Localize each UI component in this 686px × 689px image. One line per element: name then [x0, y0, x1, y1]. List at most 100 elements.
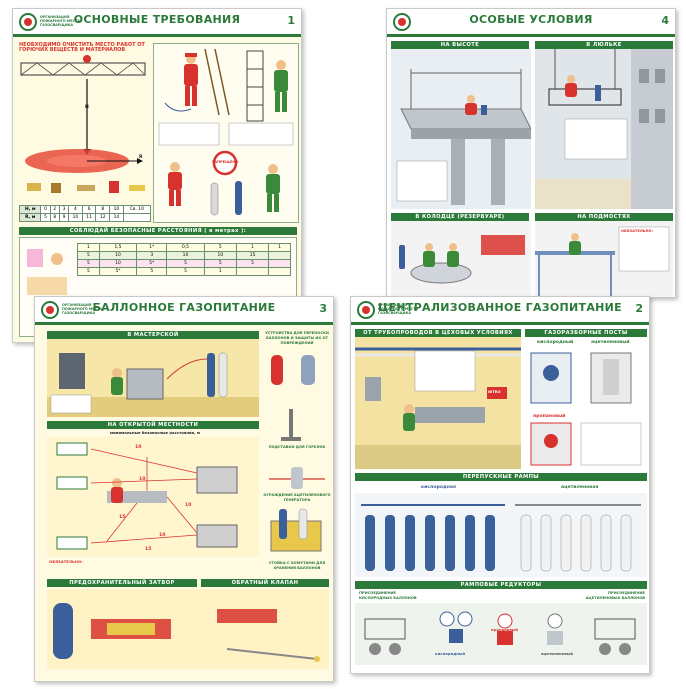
workshop-illustration	[47, 339, 259, 417]
height-label: Н	[85, 105, 89, 110]
distance-cell: 5*	[136, 259, 168, 268]
poster-special-conditions: ОСОБЫЕ УСЛОВИЯ 4 НА ВЫСОТЕ В ЛЮЛЬКЕ В КО…	[386, 8, 676, 298]
reducer-propane-label: пропановый	[491, 627, 518, 632]
pipeline-workshop-illustration	[355, 337, 521, 469]
distance-cell	[235, 267, 270, 276]
acetylene-cylinder	[540, 514, 552, 572]
section-ramps: ПЕРЕПУСКНЫЕ РАМПЫ	[355, 473, 647, 481]
distance-label: 15	[145, 547, 152, 552]
poster-basic-requirements: ОРГАНИЗАЦИЯ ПОЖАРНОГО МЕСТА ГАЗОСВАРЩИКА…	[12, 8, 302, 343]
radius-cell: 9	[58, 213, 70, 222]
radius-cell: 8	[49, 213, 60, 222]
poster-header: ОРГАНИЗАЦИЯ ПОЖАРНОГО МЕСТА ГАЗОСВАРЩИКА…	[13, 9, 301, 37]
section-in-well: В КОЛОДЦЕ (РЕЗЕРВУАРЕ)	[391, 213, 529, 221]
distance-label: 15	[119, 515, 126, 520]
poster-header: ОСОБЫЕ УСЛОВИЯ 4	[387, 9, 675, 37]
organization-logo-icon	[357, 301, 375, 319]
gas-posts-illustration	[530, 352, 642, 466]
truss-spark-zone-illustration	[20, 55, 146, 193]
height-cell: 4	[68, 205, 83, 214]
distance-cell: 5	[77, 251, 100, 260]
distance-label: 10	[135, 445, 142, 450]
distance-cell: 5	[235, 259, 270, 268]
open-area-distance-diagram	[47, 437, 259, 557]
distance-cell: 1	[203, 267, 237, 276]
poster-cylinder-gas-supply: ОРГАНИЗАЦИЯ ПОЖАРНОГО МЕСТА ГАЗОСВАРЩИКА…	[34, 296, 334, 682]
post-propane-label: пропановый	[533, 414, 566, 419]
oxygen-connection-label: ПРИСОЕДИНЕНИЕ КИСЛОРОДНЫХ БАЛЛОНОВ	[359, 591, 417, 600]
distance-cell: 1,5	[98, 243, 138, 252]
distance-cell: 5	[166, 259, 205, 268]
poster-title: ОСОБЫЕ УСЛОВИЯ	[469, 13, 593, 26]
height-cell: 3	[58, 205, 70, 214]
distance-cell: 10	[98, 259, 138, 268]
burner-stand-label: ПОДСТАВКИ ДЛЯ ГОРЕЛОК	[268, 445, 326, 449]
distance-cell: 5	[166, 267, 205, 276]
section-ramp-reducers: РАМПОВЫЕ РЕДУКТОРЫ	[355, 581, 647, 589]
distance-cell: 10	[203, 251, 237, 260]
obligatory-label: ОБЯЗАТЕЛЬНО:	[621, 229, 654, 233]
distance-cell	[268, 267, 291, 276]
poster-number: 3	[319, 302, 327, 315]
acetylene-cylinder	[560, 514, 572, 572]
poster-number: 2	[635, 302, 643, 315]
poster-title: ЦЕНТРАЛИЗОВАННОЕ ГАЗОПИТАНИЕ	[378, 301, 622, 314]
safety-lock-title: ПРЕДОХРАНИТЕЛЬНЫЙ ЗАТВОР	[47, 579, 197, 587]
cylinder-ramps-illustration	[355, 493, 647, 577]
open-area-subtitle: минимальные безопасные расстояния, м	[110, 430, 200, 435]
safe-distance-title: СОБЛЮДАЙ БЕЗОПАСНЫЕ РАССТОЯНИЯ ( в метра…	[19, 227, 297, 235]
radius-cell: 14	[109, 213, 124, 222]
poster-header: ОРГАНИЗАЦИЯ ПОЖАРНОГО МЕСТА ГАЗОСВАРЩИКА…	[35, 297, 333, 325]
ramp-reducers-illustration	[355, 603, 647, 665]
work-at-height-illustration	[391, 49, 531, 209]
oxygen-cylinder	[365, 515, 375, 571]
section-at-height: НА ВЫСОТЕ	[391, 41, 529, 49]
cylinder-rack-label: СТОЙКА С ХОМУТАМИ ДЛЯ ХРАНЕНИЯ БАЛЛОНОВ	[268, 561, 326, 570]
obligatory-label: ОБЯЗАТЕЛЬНО:	[49, 559, 83, 564]
height-cell: 2	[49, 205, 60, 214]
post-oxygen-label: кислородный	[537, 340, 574, 345]
distance-label: 10	[185, 503, 192, 508]
acetylene-connection-label: ПРИСОЕДИНЕНИЕ АЦЕТИЛЕНОВЫХ БАЛЛОНОВ	[585, 591, 645, 600]
row-label-height: Н, м	[18, 205, 42, 214]
radius-cell: 10	[68, 213, 83, 222]
distance-cell: 1	[268, 243, 291, 252]
section-pipelines: ОТ ТРУБОПРОВОДОВ В ЦЕХОВЫХ УСЛОВИЯХ	[355, 329, 521, 337]
distance-label: 10	[139, 477, 146, 482]
organization-label: ОРГАНИЗАЦИЯ ПОЖАРНОГО МЕСТА ГАЗОСВАРЩИКА	[62, 303, 103, 315]
carry-devices-label: УСТРОЙСТВА ДЛЯ ПЕРЕНОСКИ БАЛЛОНОВ И ЗАЩИ…	[265, 331, 329, 345]
distance-cell	[268, 251, 291, 260]
acetylene-cylinder	[580, 514, 592, 572]
distance-cell: 3	[136, 251, 168, 260]
radius-cell: 5	[40, 213, 51, 222]
organization-label: ОРГАНИЗАЦИЯ ПОЖАРНОГО МЕСТА ГАЗОСВАРЩИКА	[378, 303, 419, 315]
poster-title: ОСНОВНЫЕ ТРЕБОВАНИЯ	[73, 13, 241, 26]
height-cell: 10	[109, 205, 124, 214]
distance-cell: 1	[235, 243, 270, 252]
ramp-acetylene-label: ацетиленовая	[561, 485, 599, 490]
ramp-oxygen-label: кислородная	[421, 485, 456, 490]
radius-cell: 12	[95, 213, 111, 222]
work-in-well-illustration	[391, 221, 531, 297]
poster-centralized-gas-supply: ОРГАНИЗАЦИЯ ПОЖАРНОГО МЕСТА ГАЗОСВАРЩИКА…	[350, 296, 650, 674]
distance-cell: 0,5	[166, 243, 205, 252]
distance-cell: 10	[166, 251, 205, 260]
distance-table: 1 1,5 1* 0,5 5 1 1 5 10 3 10 10 15 5 10 …	[77, 243, 291, 276]
oxygen-cylinder	[425, 515, 435, 571]
organization-label: ОРГАНИЗАЦИЯ ПОЖАРНОГО МЕСТА ГАЗОСВАРЩИКА	[40, 15, 81, 27]
height-cell: 6	[81, 205, 97, 214]
post-acetylene-label: ацетиленовый	[591, 340, 630, 345]
height-cell: Св. 10	[122, 205, 152, 214]
nitro-badge: NITRO	[488, 390, 501, 394]
poster-number: 1	[287, 14, 295, 27]
oxygen-cylinder	[445, 515, 455, 571]
valves-illustration	[47, 589, 329, 669]
acetylene-cylinder	[620, 514, 632, 572]
distance-cell: 5	[77, 259, 100, 268]
distance-cell: 5	[136, 267, 168, 276]
height-cell: 0	[40, 205, 51, 214]
distance-cell: 5	[203, 243, 237, 252]
work-in-cradle-illustration	[535, 49, 673, 209]
distance-cell: 5	[203, 259, 237, 268]
distance-cell: 10	[98, 251, 138, 260]
